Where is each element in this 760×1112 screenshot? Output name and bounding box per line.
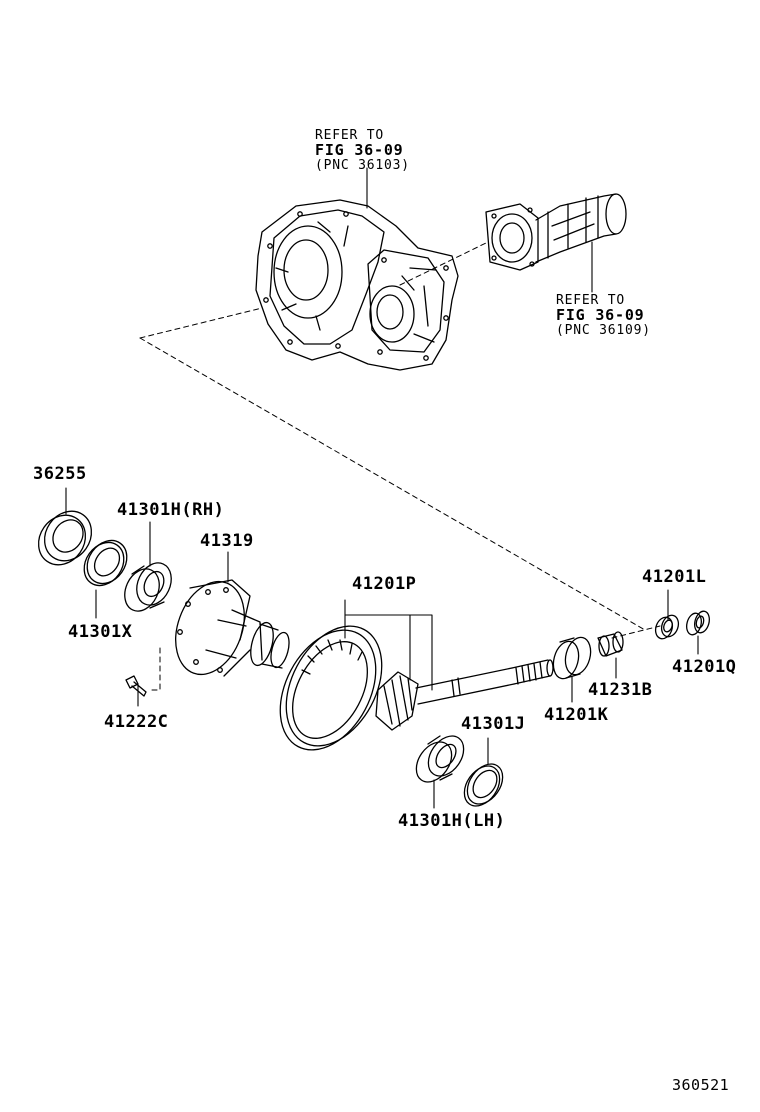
- assembly-dashed-lines: [139, 241, 661, 691]
- bolt-41222c: [125, 675, 147, 697]
- part-label-41222c[interactable]: 41222C: [104, 712, 169, 732]
- reference-right-line1: REFER TO: [556, 293, 626, 308]
- spacer-41231b: [597, 631, 624, 657]
- part-label-36255[interactable]: 36255: [33, 464, 87, 484]
- bearing-41301h-rh: [124, 562, 172, 612]
- leader-lines: [65, 167, 699, 809]
- transfer-case-housing: [255, 199, 459, 371]
- figure-number: 360521: [672, 1076, 730, 1094]
- part-label-41201k[interactable]: 41201K: [544, 705, 609, 725]
- ring-gear-and-pinion-41201p: [279, 625, 554, 751]
- oil-seal-36255: [37, 510, 93, 566]
- reference-note-upper: REFER TO FIG 36-09 (PNC 36103): [315, 128, 410, 173]
- shim-41301x: [83, 539, 128, 587]
- reference-upper-line1: REFER TO: [315, 128, 385, 143]
- part-label-41301h-lh[interactable]: 41301H(LH): [398, 811, 506, 831]
- part-label-41201p[interactable]: 41201P: [352, 574, 417, 594]
- reference-right-line3: (PNC 36109): [556, 323, 651, 338]
- reference-right-line2: FIG 36-09: [556, 306, 645, 324]
- extension-housing: [485, 193, 627, 271]
- differential-case-41319: [175, 579, 290, 677]
- part-label-41201l[interactable]: 41201L: [642, 567, 707, 587]
- reference-upper-line2: FIG 36-09: [315, 141, 404, 159]
- part-label-41301h-rh[interactable]: 41301H(RH): [117, 500, 225, 520]
- reference-note-right: REFER TO FIG 36-09 (PNC 36109): [556, 293, 651, 338]
- part-label-41231b[interactable]: 41231B: [588, 680, 653, 700]
- nut-41201q: [686, 610, 710, 636]
- bearing-41201l: [654, 614, 680, 640]
- bearing-41301h-lh: [415, 735, 465, 783]
- bearing-41201k: [552, 636, 592, 680]
- reference-upper-line3: (PNC 36103): [315, 158, 410, 173]
- part-label-41301x[interactable]: 41301X: [68, 622, 133, 642]
- part-label-41301j[interactable]: 41301J: [461, 714, 526, 734]
- part-label-41201q[interactable]: 41201Q: [672, 657, 737, 677]
- shim-41301j: [463, 763, 504, 807]
- part-label-41319[interactable]: 41319: [200, 531, 254, 551]
